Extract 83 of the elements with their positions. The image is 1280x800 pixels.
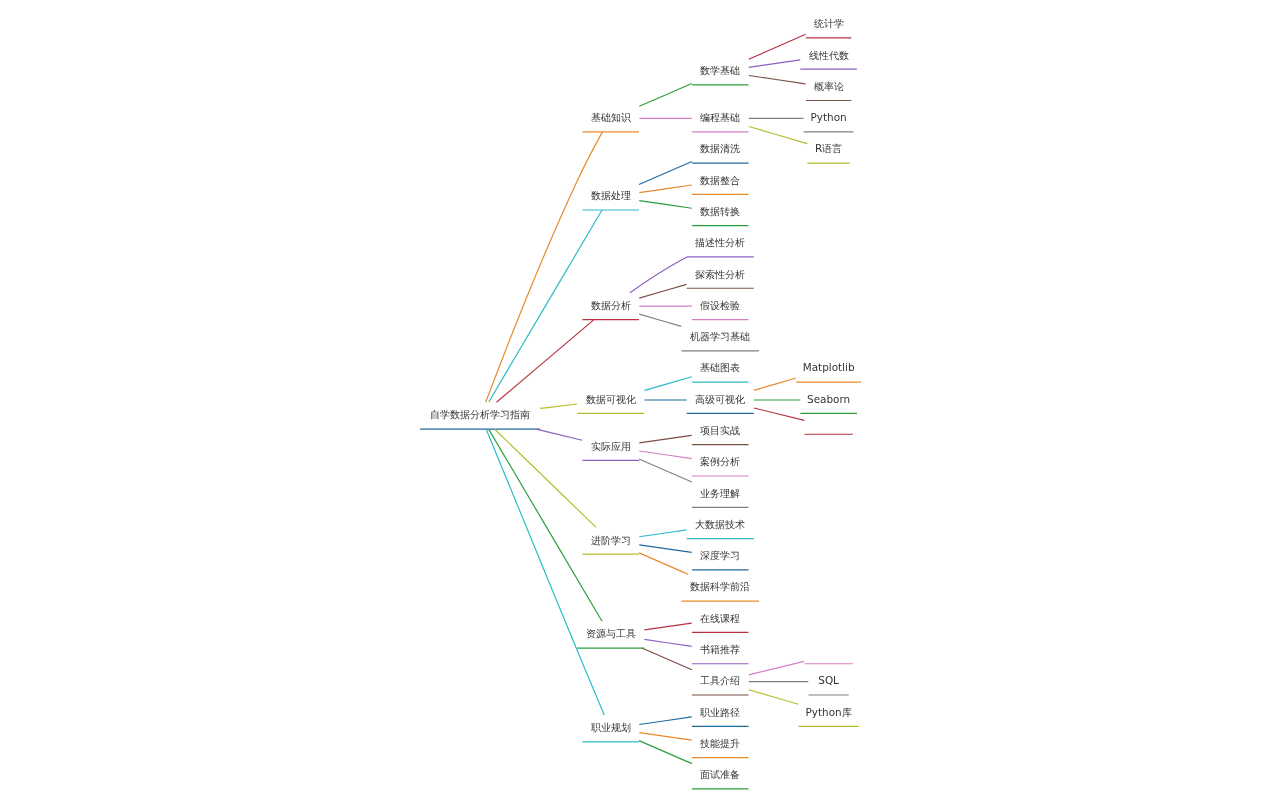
connector (641, 647, 692, 671)
node-text: Python (810, 111, 847, 124)
node-text: 资源与工具 (585, 627, 636, 640)
connector (484, 131, 603, 403)
node-text: 描述性分析 (694, 236, 745, 249)
node-line (803, 663, 853, 665)
node-text: 书籍推荐 (699, 643, 740, 656)
node-text: 数据处理 (590, 189, 631, 202)
connector (747, 689, 799, 705)
node-text: 基础知识 (590, 111, 631, 124)
connector (485, 428, 605, 716)
connector (487, 209, 603, 403)
connector (637, 740, 692, 765)
node-text: 统计学 (813, 17, 844, 30)
node-text: Matplotlib (802, 361, 855, 374)
connector (487, 428, 603, 622)
connector (638, 184, 692, 194)
node-text: 探索性分析 (694, 267, 745, 280)
connector (752, 377, 797, 391)
node-text: 高级可视化 (694, 392, 745, 405)
connector (638, 305, 692, 307)
connector (638, 200, 692, 209)
connector (535, 428, 583, 441)
connector (643, 622, 692, 631)
connector (638, 313, 682, 327)
node-text: 假设检验 (699, 298, 740, 311)
node-text: 编程基础 (699, 111, 740, 124)
connector (493, 428, 597, 528)
connector (638, 283, 687, 299)
connector (747, 33, 806, 60)
node-text: 数据整合 (699, 173, 740, 186)
node-text: 职业路径 (699, 705, 740, 718)
node-text: 数据分析 (590, 298, 631, 311)
connector (747, 660, 805, 676)
connector (752, 407, 805, 421)
node-text: 实际应用 (590, 439, 631, 452)
connector (643, 638, 692, 647)
connector (747, 681, 809, 683)
node-text: 深度学习 (699, 549, 740, 562)
connector (643, 376, 692, 392)
connector (638, 732, 692, 741)
node-text: 面试准备 (699, 768, 740, 781)
connector (638, 82, 692, 107)
connector (747, 74, 806, 85)
connector (538, 403, 578, 410)
node-text: 数据转换 (699, 205, 740, 218)
connector (638, 544, 692, 554)
node-text: 数据科学前沿 (689, 580, 750, 593)
connector (747, 117, 804, 119)
connector (638, 716, 692, 726)
node-text: 职业规划 (590, 721, 631, 734)
node-text: 业务理解 (699, 486, 740, 499)
node-text: Seaborn (806, 392, 850, 405)
node-text: Python库 (805, 705, 852, 718)
node-line (803, 433, 853, 435)
connector (637, 160, 692, 186)
node-text: 数据可视化 (585, 392, 636, 405)
node-text: 技能提升 (699, 736, 740, 749)
connector (638, 529, 687, 538)
node-text: 数据清洗 (699, 142, 740, 155)
node-text: 工具介绍 (699, 674, 740, 687)
node-text: SQL (817, 674, 839, 687)
connector (628, 256, 688, 294)
node-text: 机器学习基础 (689, 330, 750, 343)
connector (638, 450, 692, 460)
node-text: 概率论 (813, 79, 844, 92)
connector (495, 319, 595, 403)
node-text: 基础图表 (699, 361, 740, 374)
node-text: 在线课程 (699, 611, 740, 624)
node-text: R语言 (814, 142, 842, 155)
node-text: 案例分析 (699, 455, 740, 468)
node-text: 自学数据分析学习指南 (429, 408, 530, 421)
connector (637, 458, 692, 483)
node-text: 大数据技术 (694, 517, 745, 530)
connector (747, 125, 808, 145)
node-text: 项目实战 (699, 424, 740, 437)
node-text: 线性代数 (808, 48, 849, 61)
node-text: 进阶学习 (590, 533, 631, 546)
connector (747, 59, 801, 68)
connector (638, 434, 692, 444)
connector (637, 552, 689, 575)
connector (638, 117, 692, 119)
node-text: 数学基础 (699, 64, 740, 77)
